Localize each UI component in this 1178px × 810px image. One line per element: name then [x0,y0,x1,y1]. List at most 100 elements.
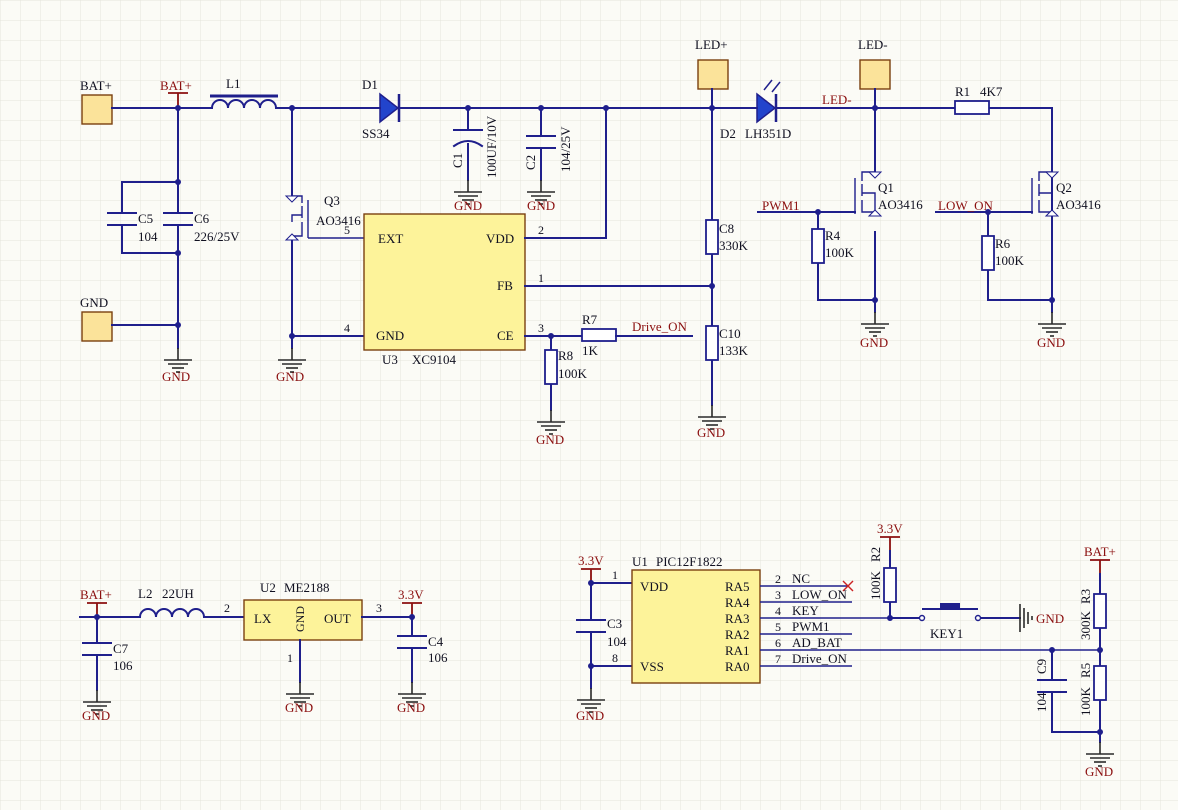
svg-text:330K: 330K [719,238,749,253]
svg-text:226/25V: 226/25V [194,229,240,244]
svg-text:LH351D: LH351D [745,126,791,141]
svg-text:R1: R1 [955,84,970,99]
svg-text:C1: C1 [450,153,465,168]
svg-text:Q1: Q1 [878,180,894,195]
svg-text:100K: 100K [1078,687,1093,717]
svg-text:CE: CE [497,328,514,343]
svg-text:C6: C6 [194,211,210,226]
bat-plus-net-label: BAT+ [160,78,192,93]
svg-text:3.3V: 3.3V [578,553,604,568]
svg-text:106: 106 [113,658,133,673]
svg-text:R7: R7 [582,312,598,327]
capacitor-c3: C3 104 [576,582,627,667]
svg-text:C2: C2 [523,155,538,170]
led-d2: D2 LH351D [720,79,791,141]
svg-text:Q3: Q3 [324,193,340,208]
svg-text:EXT: EXT [378,231,403,246]
resistor-r7: R7 1K [581,312,617,358]
svg-text:4: 4 [344,321,350,335]
svg-text:C8: C8 [719,221,734,236]
svg-text:AO3416: AO3416 [316,213,361,228]
svg-text:Q2: Q2 [1056,180,1072,195]
svg-text:GND: GND [285,700,313,715]
svg-text:104/25V: 104/25V [558,126,573,172]
svg-text:GND: GND [697,425,725,440]
svg-text:22UH: 22UH [162,586,194,601]
svg-text:D2: D2 [720,126,736,141]
svg-text:100UF/10V: 100UF/10V [484,115,499,178]
resistor-r6: R6 100K [981,211,1053,301]
svg-text:100K: 100K [558,366,588,381]
svg-text:2: 2 [224,601,230,615]
capacitor-c4: C4 106 [397,616,448,683]
svg-text:104: 104 [607,634,627,649]
capacitor-c7: C7 106 [82,616,133,691]
svg-text:GND: GND [454,198,482,213]
svg-text:C3: C3 [607,616,622,631]
svg-text:FB: FB [497,278,513,293]
resistor-c8: C8 330K [705,219,749,255]
svg-text:R8: R8 [558,348,573,363]
svg-text:XC9104: XC9104 [412,352,457,367]
svg-text:L2: L2 [138,586,152,601]
svg-text:AO3416: AO3416 [878,197,923,212]
svg-text:ME2188: ME2188 [284,580,330,595]
svg-text:RA5: RA5 [725,579,750,594]
svg-text:R3: R3 [1078,589,1093,604]
svg-text:3.3V: 3.3V [877,521,903,536]
svg-text:Drive_ON: Drive_ON [632,319,687,334]
svg-text:PIC12F1822: PIC12F1822 [656,554,722,569]
svg-text:C7: C7 [113,641,129,656]
svg-text:6: 6 [775,636,781,650]
svg-text:R5: R5 [1078,663,1093,678]
svg-text:300K: 300K [1078,611,1093,641]
led-minus-pad [859,59,891,90]
bat-plus-pad-label: BAT+ [80,78,112,93]
svg-text:GND: GND [82,708,110,723]
svg-text:C5: C5 [138,211,153,226]
svg-text:LX: LX [254,611,272,626]
svg-text:GND: GND [536,432,564,447]
svg-text:3: 3 [538,321,544,335]
svg-text:D1: D1 [362,77,378,92]
svg-text:Drive_ON: Drive_ON [792,651,847,666]
inductor-l1: L1 [210,76,278,110]
svg-text:LED-: LED- [822,92,852,107]
svg-text:104: 104 [1034,692,1049,712]
svg-text:C9: C9 [1034,659,1049,674]
svg-text:4K7: 4K7 [980,84,1003,99]
led-plus-pad [697,59,729,90]
svg-text:4: 4 [775,604,781,618]
svg-text:VDD: VDD [486,231,514,246]
svg-text:GND: GND [162,369,190,384]
capacitor-c1: C1 100UF/10V [450,107,499,181]
ic-u3: EXT VDD FB GND CE 5 2 1 4 3 U3 XC9104 [344,213,544,367]
svg-text:KEY: KEY [792,603,819,618]
regulator-section: BAT+ C7 106 GND L2 22UH 2 LX GND OUT U2 … [79,580,448,723]
svg-text:GND: GND [527,198,555,213]
resistor-r4: R4 100K [811,211,876,301]
gnd-symbol-key: GND [1019,604,1064,632]
svg-text:GND: GND [1036,611,1064,626]
svg-text:U1: U1 [632,554,648,569]
resistor-r8: R8 100K [544,335,588,411]
led-plus-pad-label: LED+ [695,37,728,52]
svg-text:GND: GND [860,335,888,350]
svg-text:2: 2 [775,572,781,586]
svg-text:KEY1: KEY1 [930,626,963,641]
svg-text:3: 3 [775,588,781,602]
svg-text:1: 1 [538,271,544,285]
svg-text:7: 7 [775,652,781,666]
diode-d1: D1 SS34 [347,77,429,141]
svg-text:GND: GND [376,328,404,343]
svg-text:100K: 100K [995,253,1025,268]
mosfet-q2: Q2 AO3416 [1031,171,1101,301]
svg-text:1: 1 [287,651,293,665]
svg-text:GND: GND [576,708,604,723]
svg-text:GND: GND [1085,764,1113,779]
svg-text:GND: GND [293,606,307,632]
gnd-pad [81,311,113,342]
svg-text:3.3V: 3.3V [398,587,424,602]
svg-text:133K: 133K [719,343,749,358]
